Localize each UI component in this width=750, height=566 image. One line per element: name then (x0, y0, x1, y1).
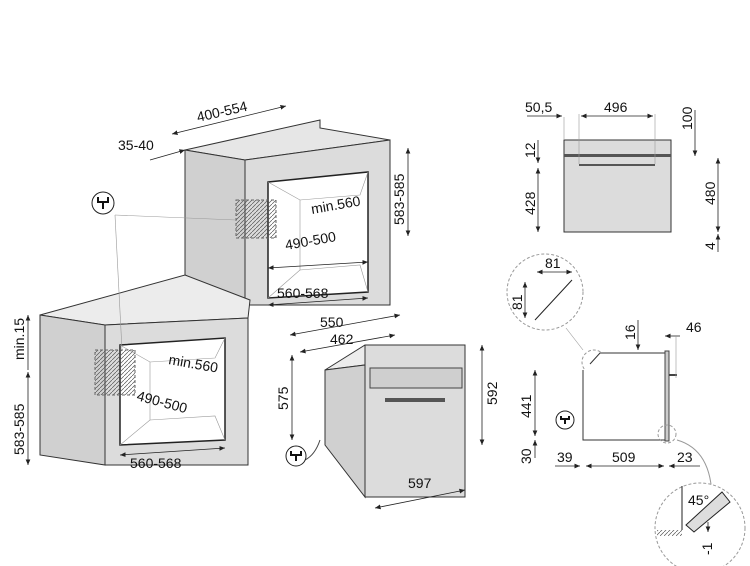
socket-zone (94, 349, 136, 396)
dim-tall-niche-width: 560-568 (277, 285, 329, 301)
dim-tall-width: 400-554 (195, 98, 249, 125)
front-view: 50,5 496 100 12 428 480 4 (522, 99, 721, 252)
dim-door-height: 428 (522, 191, 538, 215)
dim-top-strip: 12 (522, 142, 538, 158)
dim-tall-height: 583-585 (391, 173, 407, 225)
dim-top-clear: 100 (679, 106, 695, 130)
dim-tall-offset: 35-40 (118, 137, 154, 153)
dim-front: 23 (677, 449, 693, 465)
dim-handle: 46 (686, 319, 702, 335)
dim-oven-height-body: 575 (275, 386, 291, 410)
dim-oven-width: 597 (408, 475, 432, 491)
dim-door-width: 496 (604, 99, 628, 115)
plug-icon (285, 445, 307, 467)
plug-icon (555, 410, 575, 430)
dim-height-side: 441 (518, 394, 534, 418)
dim-side-offset: 50,5 (525, 99, 552, 115)
dim-depth: 509 (612, 449, 636, 465)
dim-oven-body: 462 (330, 331, 354, 347)
dim-oven-height: 592 (484, 381, 500, 405)
dim-under-height: 583-585 (11, 403, 27, 455)
dim-chamfer-w: 81 (545, 255, 561, 271)
under-cabinet (39, 274, 251, 466)
side-view: 81 81 16 46 441 30 39 509 23 45° -1 (506, 253, 746, 566)
tall-cabinet (184, 119, 391, 306)
dim-bottom-gap: 4 (702, 242, 718, 250)
dim-offset: -1 (699, 542, 715, 555)
dim-angle: 45° (688, 492, 709, 508)
dim-foot: 30 (518, 448, 534, 464)
dim-under-gap: min.15 (11, 318, 27, 360)
dim-chamfer-h: 81 (509, 294, 525, 310)
dim-rear: 39 (557, 449, 573, 465)
plug-icon (91, 191, 115, 215)
dim-oven-depth: 550 (320, 314, 344, 330)
oven (304, 344, 466, 499)
dim-under-niche-width: 560-568 (130, 455, 182, 471)
socket-zone (235, 199, 277, 239)
dim-height: 480 (702, 181, 718, 205)
dim-top-gap: 16 (622, 324, 638, 340)
